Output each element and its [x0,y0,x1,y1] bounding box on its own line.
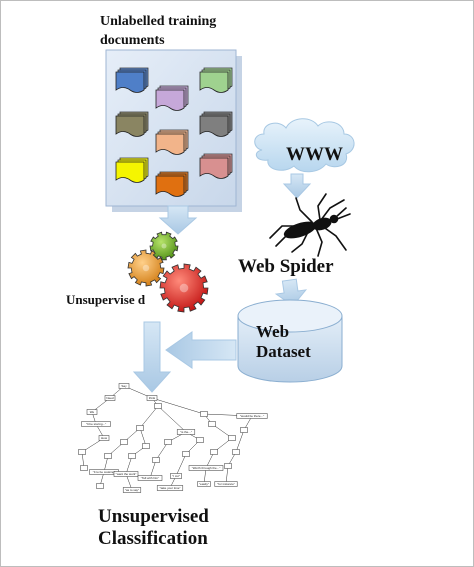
tree-node [142,443,150,449]
tree-node [188,465,224,471]
tree-node [118,383,130,389]
red-gear-icon [159,263,209,313]
tree-node [81,421,111,427]
tree-node [136,425,144,431]
tree-node-label: "as to say" [125,488,139,492]
tree-node [240,427,248,433]
tree-node [98,435,110,441]
tree-node [182,451,190,457]
tree-node-label: How [101,436,108,440]
web-dataset-cylinder [237,299,343,383]
tree-node [197,481,211,487]
arrow-docs-to-gears [158,205,198,235]
tree-node [128,453,136,459]
tree-node-label: think [149,396,156,400]
tree-node-label: "It to be cooking" [93,470,115,474]
tree-edge [175,453,187,477]
classification-label: Unsupervised Classification [98,506,209,549]
tree-node [104,453,112,459]
tree-node [224,463,232,469]
tree-node-label: Need [106,396,114,400]
tree-node [96,483,104,489]
www-label: WWW [286,144,343,165]
tree-node [164,439,172,445]
tree-edge [235,429,245,453]
tree-node-label: "easily" [199,482,209,486]
tree-node [152,457,160,463]
tree-node [200,411,208,417]
tree-edge [155,441,169,461]
tree-node-label: "I cut" [172,474,180,478]
tree-node-label: We [90,410,95,414]
tree-node [86,409,98,415]
tree-node [113,471,139,477]
tree-node [228,435,236,441]
tree-edge [157,405,187,433]
document-stack-icon [199,67,233,93]
tree-node-label: "Tell with him" [141,476,159,480]
tree-edge [125,455,133,475]
tree-node [210,449,218,455]
arrow-spider-to-dataset [274,278,308,307]
gears-icon [127,231,209,313]
tree-edge [139,405,159,429]
document-stack-icon [155,129,189,155]
documents-title: Unlabelled training documents [100,14,217,48]
tree-edge [151,397,205,415]
tree-node [154,403,162,409]
tree-node [236,413,268,419]
tree-node-label: "for instance" [217,482,235,486]
document-stack-icon [115,157,149,183]
tree-node-label: "take your time" [160,486,181,490]
tree-edge [149,459,157,479]
document-stack-icon [155,85,189,111]
document-stack-icon [199,153,233,179]
tree-node [146,395,158,401]
spider-icon [269,193,351,257]
document-stack-icon [199,111,233,137]
green-gear-icon [149,231,179,261]
document-stack-icon [115,111,149,137]
tree-node-label: Say [121,384,127,388]
tree-node [196,437,204,443]
tree-node [214,481,238,487]
unsupervised-label: Unsupervise d [66,292,146,307]
tree-node [120,439,128,445]
tree-node [137,475,163,481]
arrow-gears-to-tree [132,321,172,393]
tree-node [170,473,182,479]
arrow-dataset-to-classifier [165,331,237,369]
tree-node [104,395,116,401]
web-dataset-label: Web Dataset [256,322,311,361]
document-stacks [115,67,233,197]
www-cloud [254,118,355,173]
tree-node [78,449,86,455]
tree-node [156,485,184,491]
tree-node-label: "is the..." [180,430,192,434]
tree-node [176,429,196,435]
arrow-cloud-to-spider [282,173,312,199]
document-stack-icon [155,171,189,197]
tree-node [80,465,88,471]
tree-node [208,421,216,427]
tree-node-label: "It be storing..." [86,422,106,426]
tree-node-label: "Worth through the..." [192,466,221,470]
web-spider-label: Web Spider [238,256,334,277]
tree-node-label: "would be there..." [240,414,264,418]
tree-node-label: "want the work" [116,472,137,476]
tree-edge [139,427,147,447]
tree-node [122,487,142,493]
tree-node [232,449,240,455]
tree-edge [225,465,229,485]
document-stack-icon [115,67,149,93]
